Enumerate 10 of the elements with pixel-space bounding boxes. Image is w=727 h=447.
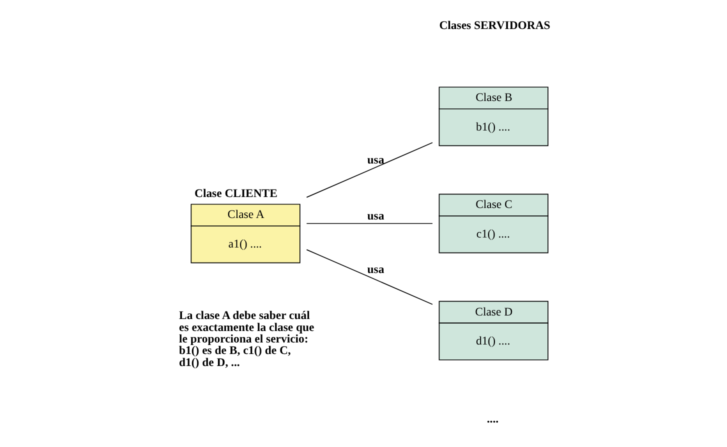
label: Clases SERVIDORAS bbox=[439, 19, 550, 32]
edge-label: usa bbox=[367, 263, 384, 276]
connector bbox=[306, 249, 433, 305]
connector bbox=[306, 223, 433, 224]
connector bbox=[306, 142, 433, 198]
label: La clase A debe saber cuál es exactamente la clase que le proporciona el servicio: b1() es de B, c1() de C, d1() de D, ... bbox=[179, 309, 314, 369]
edge-label: usa bbox=[367, 153, 384, 166]
label: .... bbox=[486, 412, 499, 426]
edge-label: usa bbox=[367, 209, 384, 222]
node-label: Clase CLIENTE bbox=[194, 186, 278, 200]
